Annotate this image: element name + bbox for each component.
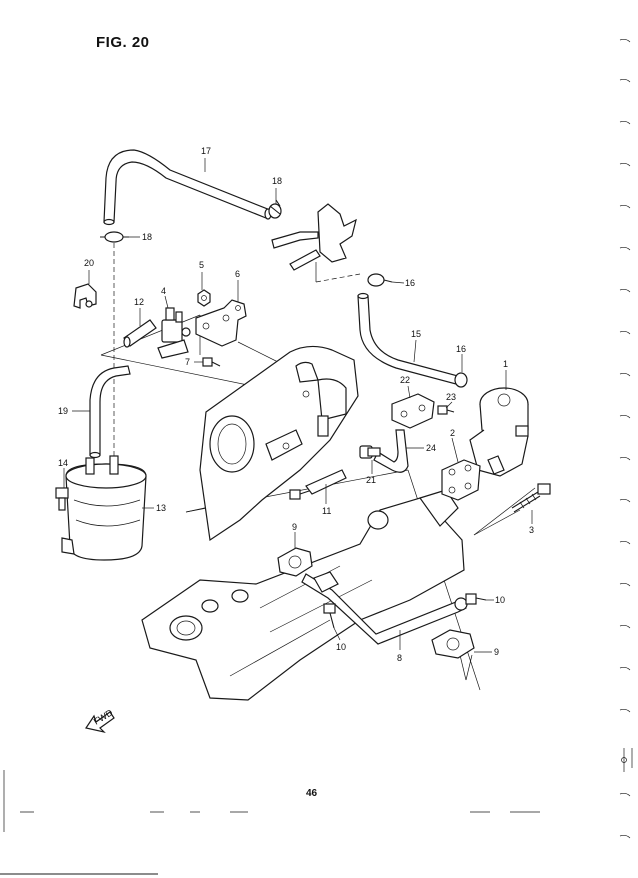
egr-valve-1: [469, 387, 529, 477]
bolt-10-left: [323, 603, 336, 629]
callout-leaders: [63, 158, 533, 653]
callout-19: 19: [58, 406, 68, 416]
callout-10-left: 10: [336, 642, 346, 652]
sensor-22: [391, 393, 435, 429]
canister-13: [61, 455, 147, 561]
bolt-14: [55, 487, 69, 511]
callout-9-lower: 9: [494, 647, 499, 657]
callout-18-left: 18: [142, 232, 152, 242]
callout-24: 24: [426, 443, 436, 453]
intake-manifold: [141, 489, 465, 701]
vacuum-connector: [271, 203, 361, 283]
bolt-7: [202, 357, 221, 367]
fwd-arrow-icon: FWD: [85, 707, 115, 734]
callout-10-right: 10: [495, 595, 505, 605]
callout-18-upper: 18: [272, 176, 282, 186]
hose-12: [123, 319, 157, 348]
callout-6: 6: [235, 269, 240, 279]
callout-16-upper: 16: [405, 278, 415, 288]
callout-17: 17: [201, 146, 211, 156]
gasket-2: [441, 459, 481, 501]
egr-pipe-8: [301, 571, 468, 645]
callout-23: 23: [446, 392, 456, 402]
callout-2: 2: [450, 428, 455, 438]
callout-labels: 17 18 18 20 5 6 4 12 7 16 15 16 1 22 23 …: [58, 146, 534, 663]
hose-15: [357, 292, 459, 385]
callout-21: 21: [366, 475, 376, 485]
page-number: 46: [306, 788, 318, 799]
callout-11: 11: [322, 506, 331, 516]
gasket-9-upper: [277, 547, 313, 577]
scan-artifacts: [0, 770, 540, 875]
callout-22: 22: [400, 375, 410, 385]
callout-4: 4: [161, 286, 166, 296]
callout-8: 8: [397, 653, 402, 663]
callout-16-lower: 16: [456, 344, 466, 354]
bracket-6: [195, 299, 247, 347]
gasket-9-lower: [431, 629, 475, 659]
hose-19: [89, 365, 131, 459]
bracket-20: [73, 283, 97, 309]
callout-13: 13: [156, 503, 166, 513]
nut-5: [197, 289, 211, 307]
callout-15: 15: [411, 329, 421, 339]
bolt-11: [289, 489, 313, 500]
callout-20: 20: [84, 258, 94, 268]
figure-title: FIG. 20: [96, 34, 150, 51]
clamp-18-upper: [268, 199, 282, 219]
callout-12: 12: [134, 297, 144, 307]
bolt-3: [511, 483, 551, 513]
callout-14: 14: [58, 458, 68, 468]
callout-5: 5: [199, 260, 204, 270]
clamp-16-upper: [367, 273, 393, 287]
hose-17: [103, 149, 272, 226]
callout-1: 1: [503, 359, 508, 369]
vsv-4: [157, 307, 191, 359]
callout-7: 7: [185, 357, 190, 367]
switch-21: [359, 445, 381, 459]
small-hose-11: [305, 469, 347, 495]
callout-9-upper: 9: [292, 522, 297, 532]
clamp-16-lower: [454, 372, 468, 388]
bolt-10-right: [465, 593, 487, 605]
binder-edge-marks: [619, 38, 633, 839]
throttle-body: [199, 345, 359, 542]
callout-3: 3: [529, 525, 534, 535]
bolt-23: [437, 405, 455, 415]
